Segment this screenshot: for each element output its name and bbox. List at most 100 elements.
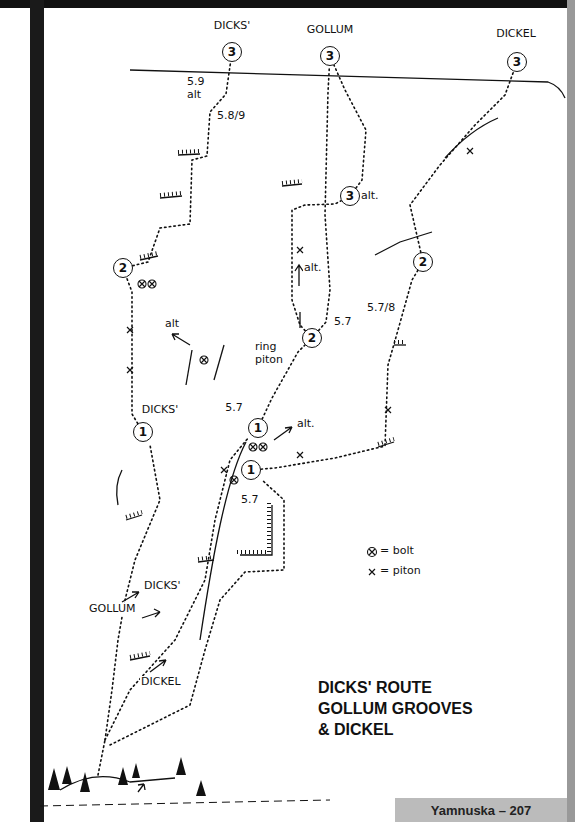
route-line (261, 271, 418, 470)
belay-number: 3 (513, 56, 521, 68)
route-line (319, 66, 330, 331)
piton-mark (221, 467, 227, 473)
page-edge (0, 0, 575, 8)
alt-arrow (172, 334, 190, 345)
route-label: 5.8/9 (216, 110, 246, 123)
route-arrow (142, 609, 160, 618)
crack-line (117, 470, 122, 505)
route-title: DICKS' ROUTE GOLLUM GROOVES & DICKEL (318, 678, 488, 740)
bolt-ring (259, 443, 267, 451)
route-label: 5.7 (224, 402, 244, 415)
belay-circle: 3 (222, 42, 242, 62)
roof (178, 154, 200, 155)
crack-line (445, 118, 498, 158)
belay-number: 3 (346, 190, 354, 202)
bolt-cross (201, 357, 207, 363)
bolt-cross (250, 444, 256, 450)
bolt-symbol (368, 548, 377, 557)
roof (198, 560, 214, 562)
bolt-ring (200, 356, 208, 364)
route-line (334, 65, 366, 188)
route-label: DICKEL (495, 28, 537, 41)
roof-hatching (130, 653, 150, 657)
bolt-ring (368, 548, 377, 557)
bolt-symbol (148, 280, 156, 288)
route-line (292, 201, 341, 331)
approach-arrow (138, 784, 145, 792)
route-label: alt. (303, 262, 323, 275)
crack-line (186, 350, 192, 385)
page-footer: Yamnuska – 207 (430, 803, 532, 818)
bolt-cross (260, 444, 266, 450)
roof-hatching (394, 340, 406, 344)
belay-note: alt. (361, 190, 379, 202)
route-line (410, 71, 514, 252)
roof (130, 656, 150, 660)
roof-hatching (282, 181, 302, 183)
piton-mark (369, 569, 375, 575)
bolt-symbol (200, 356, 208, 364)
belay-number: 1 (254, 422, 262, 434)
route-label: alt (164, 318, 180, 331)
route-line (127, 277, 138, 423)
bolt-symbol (249, 443, 257, 451)
route-label: 5.9 alt (186, 76, 210, 101)
belay-circle: 1 (241, 460, 261, 480)
route-label: 5.7/8 (366, 302, 396, 315)
tree-symbols (48, 757, 206, 796)
roof-hatching (160, 193, 182, 195)
page-edge (567, 0, 575, 822)
belay-circle: 3 (507, 52, 527, 72)
roof-hatching (237, 502, 269, 552)
route-label: alt. (296, 418, 316, 431)
belay-number: 1 (139, 426, 147, 438)
alt-arrow (274, 427, 292, 440)
page-gutter (30, 0, 44, 822)
ground-dashes (40, 800, 330, 806)
belay-circle: 2 (113, 258, 133, 278)
bolt-cross (369, 549, 375, 555)
roof-hatching (198, 557, 214, 559)
roof-hatching (178, 151, 200, 152)
belay-circle: 2 (413, 252, 433, 272)
approach-route (105, 437, 249, 740)
belay-number: 2 (308, 332, 316, 344)
route-label: DICKEL (140, 676, 182, 689)
roof (160, 196, 182, 198)
bolt-cross (149, 281, 155, 287)
roof (394, 344, 406, 345)
route-label: 5.7 (240, 494, 260, 507)
belay-circle: 3 (320, 46, 340, 66)
piton-mark (297, 452, 303, 458)
roof (282, 184, 302, 186)
bolt-cross (139, 281, 145, 287)
bolt-ring (148, 280, 156, 288)
belay-number: 3 (326, 50, 334, 62)
bolt-ring (230, 476, 238, 484)
route-line (133, 62, 231, 266)
legend-text: = piton (380, 565, 421, 578)
route-label: ring piton (254, 341, 286, 366)
route-label: DICKS' (141, 404, 180, 417)
route-label: DICKS' (143, 580, 182, 593)
piton-mark (297, 247, 303, 253)
belay-number: 2 (419, 256, 427, 268)
piton-mark (467, 148, 473, 154)
crack-line (214, 345, 224, 380)
belay-circle: 1 (133, 422, 153, 442)
bolt-cross (231, 477, 237, 483)
alt-arrow (295, 265, 303, 286)
bolt-symbol (230, 476, 238, 484)
route-arrow (150, 660, 166, 672)
bolt-ring (249, 443, 257, 451)
route-label: GOLLUM (306, 24, 354, 37)
bolt-ring (138, 280, 146, 288)
bolt-symbol (138, 280, 146, 288)
route-label: DICKS' (213, 20, 252, 33)
crack-line (200, 442, 246, 640)
belay-number: 2 (119, 262, 127, 274)
route-label: GOLLUM (88, 603, 136, 616)
